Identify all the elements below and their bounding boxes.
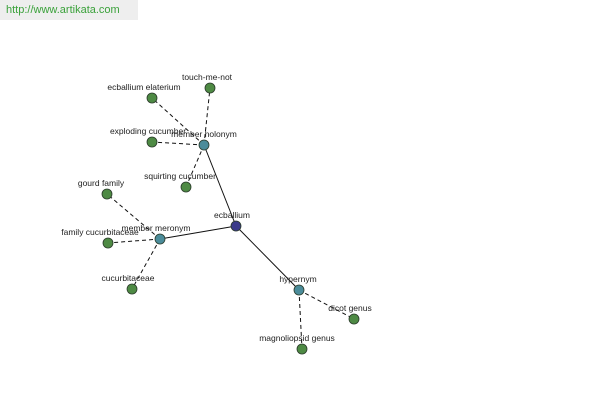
- relation-node-member-holonym[interactable]: [198, 139, 210, 151]
- relation-label: member holonym: [171, 129, 237, 139]
- leaf-label: dicot genus: [328, 303, 371, 313]
- leaf-node-gourd-family[interactable]: [101, 188, 113, 200]
- leaf-node-squirting-cucumber[interactable]: [180, 181, 192, 193]
- edge-member-meronym-to-gourd-family: [106, 193, 161, 240]
- edge-hypernym-to-magnoliopsid-genus: [298, 289, 303, 350]
- edge-center-to-hypernym: [235, 225, 300, 291]
- watermark-box: http://www.artikata.com: [0, 0, 138, 20]
- leaf-node-cucurbitaceae[interactable]: [126, 283, 138, 295]
- edge-center-to-member-holonym: [203, 144, 237, 227]
- leaf-node-family-cucurbitaceae[interactable]: [102, 237, 114, 249]
- leaf-label: ecballium elaterium: [107, 82, 180, 92]
- edge-member-meronym-to-cucurbitaceae: [131, 238, 161, 290]
- edge-center-to-member-meronym: [159, 225, 237, 240]
- edges-layer: [106, 87, 355, 350]
- leaf-node-magnoliopsid-genus[interactable]: [296, 343, 308, 355]
- relation-label: member meronym: [122, 223, 191, 233]
- edge-member-holonym-to-ecballium-elaterium: [151, 97, 205, 146]
- leaf-label: gourd family: [78, 178, 125, 188]
- leaf-node-exploding-cucumber[interactable]: [146, 136, 158, 148]
- edge-member-meronym-to-family-cucurbitaceae: [107, 238, 161, 244]
- relation-node-hypernym[interactable]: [293, 284, 305, 296]
- leaf-label: touch-me-not: [182, 72, 233, 82]
- edge-hypernym-to-dicot-genus: [298, 289, 355, 320]
- edge-member-holonym-to-squirting-cucumber: [185, 144, 205, 188]
- leaf-node-dicot-genus[interactable]: [348, 313, 360, 325]
- leaf-label: cucurbitaceae: [102, 273, 155, 283]
- relation-node-member-meronym[interactable]: [154, 233, 166, 245]
- relation-label: hypernym: [279, 274, 316, 284]
- nodes-layer: [101, 82, 360, 355]
- leaf-label: magnoliopsid genus: [259, 333, 335, 343]
- leaf-node-touch-me-not[interactable]: [204, 82, 216, 94]
- edge-member-holonym-to-touch-me-not: [203, 87, 211, 146]
- center-node-ecballium[interactable]: [230, 220, 242, 232]
- leaf-node-ecballium-elaterium[interactable]: [146, 92, 158, 104]
- center-label: ecballium: [214, 210, 250, 220]
- edge-member-holonym-to-exploding-cucumber: [151, 141, 205, 146]
- labels-layer: ecballium member holonym ecballium elateri…: [61, 72, 371, 343]
- leaf-label: squirting cucumber: [144, 171, 216, 181]
- leaf-label: family cucurbitaceae: [61, 227, 139, 237]
- leaf-label: exploding cucumber: [110, 126, 186, 136]
- watermark-link[interactable]: http://www.artikata.com: [6, 4, 120, 16]
